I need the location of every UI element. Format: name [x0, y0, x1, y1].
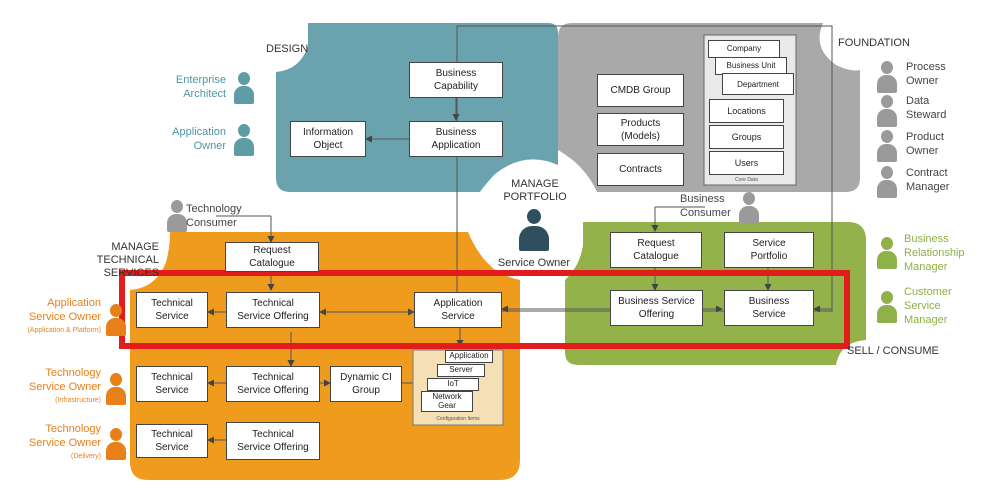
technical-service-offering-1-box[interactable]: Technical Service Offering	[226, 292, 320, 328]
dynamic-ci-group-box[interactable]: Dynamic CI Group	[330, 366, 402, 402]
customer-service-manager-person-icon	[877, 291, 897, 325]
technical-service-2-box[interactable]: Technical Service	[136, 366, 208, 402]
technical-service-offering-2-box[interactable]: Technical Service Offering	[226, 366, 320, 402]
process-owner-label: Process Owner	[906, 61, 946, 87]
core-data-caption: Core Data	[735, 177, 758, 183]
consume-label: SELL / CONSUME	[847, 345, 939, 357]
technology-service-owner-infra-sublabel: (Infrastructure)	[55, 397, 101, 404]
department-card[interactable]: Department	[722, 73, 794, 95]
technology-service-owner-delivery-sublabel: (Delivery)	[71, 453, 101, 460]
users-box[interactable]: Users	[709, 151, 784, 175]
technical-service-offering-3-box[interactable]: Technical Service Offering	[226, 422, 320, 460]
technical-service-3-box[interactable]: Technical Service	[136, 424, 208, 458]
technical-label: MANAGE TECHNICAL SERVICES	[96, 241, 159, 279]
foundation-label: FOUNDATION	[838, 37, 910, 49]
application-owner-label: Application Owner	[172, 126, 226, 152]
data-steward-person-icon	[877, 95, 897, 129]
application-service-owner-sublabel: (Application & Platform)	[27, 327, 101, 334]
application-service-box[interactable]: Application Service	[414, 292, 502, 328]
business-application-box[interactable]: Business Application	[409, 121, 503, 157]
connectors	[207, 28, 833, 444]
business-service-box[interactable]: Business Service	[724, 290, 814, 326]
technology-service-owner-infra-label: Technology Service Owner	[28, 367, 101, 393]
portfolio-label: MANAGE PORTFOLIO	[503, 178, 567, 203]
enterprise-architect-label: Enterprise Architect	[175, 74, 226, 100]
application-owner-person-icon	[234, 124, 254, 158]
company-card[interactable]: Company	[708, 40, 780, 58]
technology-consumer-person-icon	[167, 200, 187, 234]
business-capability-box[interactable]: Business Capability	[409, 62, 503, 98]
groups-box[interactable]: Groups	[709, 125, 784, 149]
business-consumer-label: Business Consumer	[680, 193, 731, 219]
contracts-box[interactable]: Contracts	[597, 153, 684, 186]
request-catalogue-tech-box[interactable]: Request Catalogue	[225, 242, 319, 272]
service-portfolio-box[interactable]: Service Portfolio	[724, 232, 814, 268]
technical-service-1-box[interactable]: Technical Service	[136, 292, 208, 328]
contract-manager-label: Contract Manager	[906, 167, 950, 193]
service-owner-label: Service Owner	[497, 257, 571, 269]
technology-service-owner-infra-person-icon	[106, 373, 126, 407]
customer-service-manager-label: Customer Service Manager	[904, 286, 952, 326]
technology-service-owner-delivery-person-icon	[106, 428, 126, 462]
data-steward-label: Data Steward	[906, 95, 947, 121]
design-label: DESIGN	[266, 43, 309, 55]
application-service-owner-person-icon	[106, 304, 126, 338]
business-service-offering-box[interactable]: Business Service Offering	[610, 290, 703, 326]
ci-application-card[interactable]: Application	[445, 350, 493, 363]
configuration-items-caption: Configuration Items	[436, 416, 480, 422]
cmdb-group-box[interactable]: CMDB Group	[597, 74, 684, 107]
product-owner-label: Product Owner	[906, 131, 944, 157]
enterprise-architect-person-icon	[234, 72, 254, 106]
ci-iot-card[interactable]: IoT	[427, 378, 479, 391]
business-consumer-person-icon	[739, 192, 759, 226]
ci-server-card[interactable]: Server	[437, 364, 485, 377]
service-owner-person-icon	[519, 209, 549, 251]
locations-box[interactable]: Locations	[709, 99, 784, 123]
information-object-box[interactable]: Information Object	[290, 121, 366, 157]
technology-consumer-label: Technology Consumer	[186, 203, 242, 229]
highlight-rectangle	[119, 270, 850, 349]
request-catalogue-biz-box[interactable]: Request Catalogue	[610, 232, 702, 268]
technology-service-owner-delivery-label: Technology Service Owner	[28, 423, 101, 449]
design-region	[276, 23, 558, 192]
process-owner-person-icon	[877, 61, 897, 95]
business-relationship-manager-label: Business Relationship Manager	[904, 233, 965, 273]
products-models-box[interactable]: Products (Models)	[597, 113, 684, 146]
contract-manager-person-icon	[877, 166, 897, 200]
product-owner-person-icon	[877, 130, 897, 164]
ci-network-gear-card[interactable]: Network Gear	[421, 391, 473, 412]
application-service-owner-label: Application Service Owner	[28, 297, 101, 323]
business-relationship-manager-person-icon	[877, 237, 897, 271]
